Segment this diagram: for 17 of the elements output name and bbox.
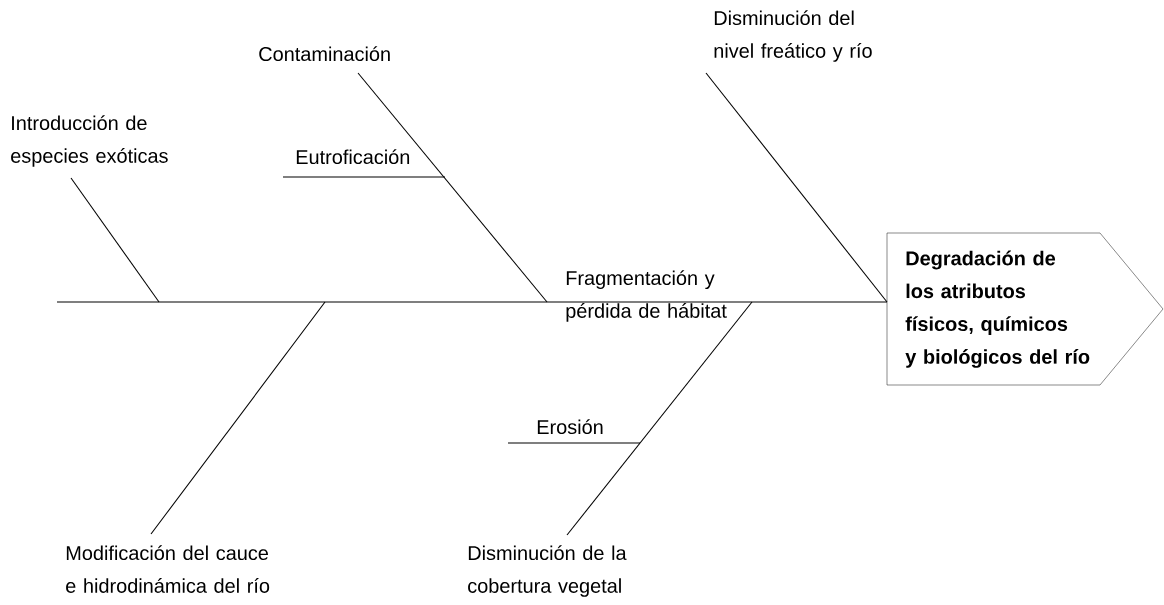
bone-line xyxy=(150,301,326,535)
cause-text: Disminución del nivel freático y río xyxy=(714,10,872,62)
cause-text: Contaminación xyxy=(259,46,390,62)
sub-cause-text: Erosión xyxy=(537,419,603,435)
bone-line xyxy=(282,176,446,178)
cause-text: Modificación del cauce e hidrodinámica del río xyxy=(66,545,270,593)
cause-text: Introducción de especies exóticas xyxy=(11,115,168,167)
cause-text: Fragmentación y pérdida de hábitat xyxy=(566,270,727,322)
sub-cause-text: Eutroficación xyxy=(296,149,410,165)
effect-box: Degradación de los atributos físicos, químicos y biológicos del río xyxy=(886,232,1164,386)
bone-line xyxy=(70,177,160,303)
spine-line xyxy=(56,301,888,303)
bone-line xyxy=(566,301,753,536)
bone-line xyxy=(357,72,548,303)
cause-text: Disminución de la cobertura vegetal xyxy=(468,545,627,597)
bone-line xyxy=(705,72,888,303)
bone-line xyxy=(507,442,641,444)
